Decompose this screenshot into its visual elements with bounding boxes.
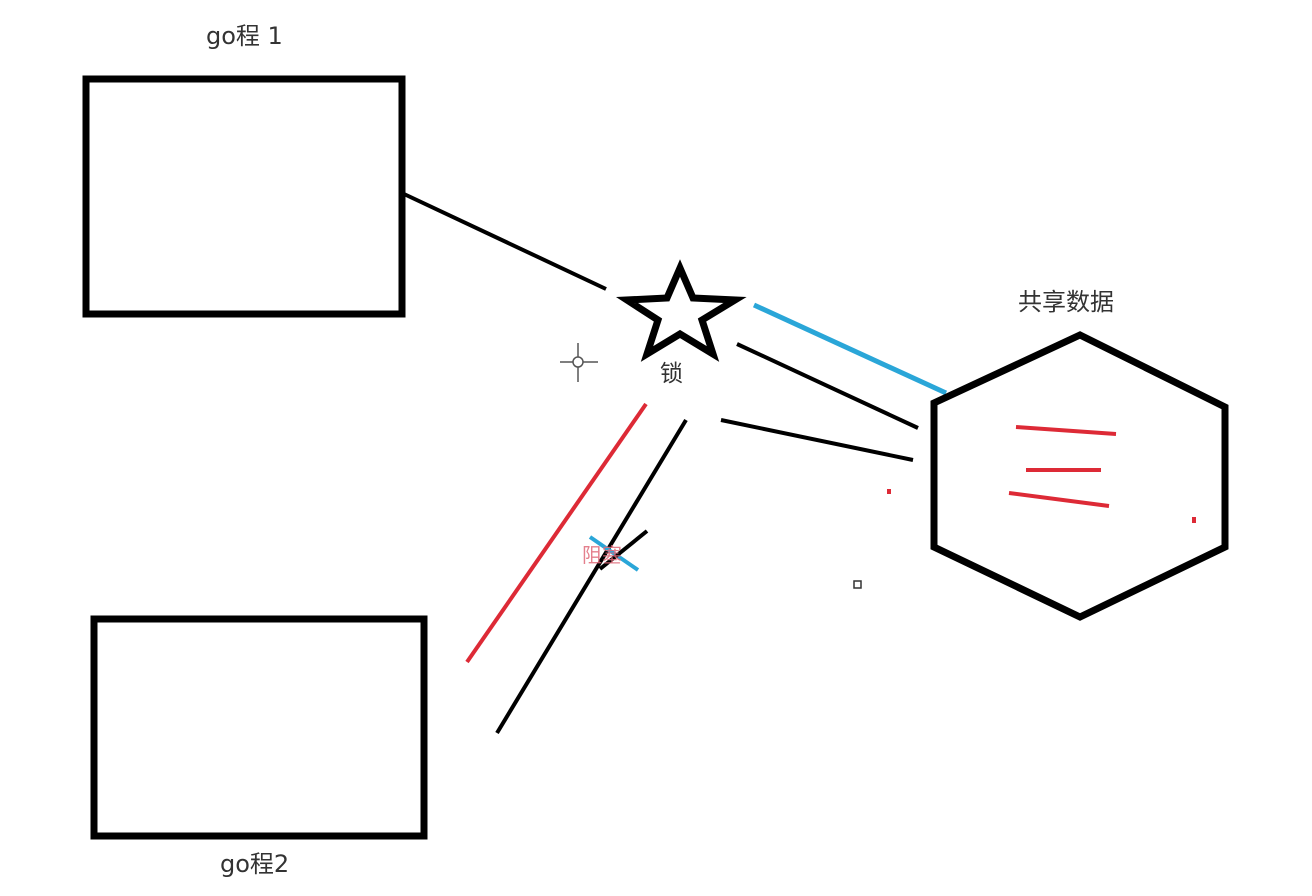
lock-to-shared-blue-line [752, 302, 948, 396]
goroutine-2-box [90, 615, 428, 840]
lock-to-goroutine-2-line [495, 418, 688, 735]
star-icon [615, 259, 747, 362]
red-dot-1 [887, 489, 891, 494]
goroutine-1-to-lock-line [403, 192, 607, 291]
shared-data-label: 共享数据 [1018, 288, 1114, 316]
lock-to-shared-line-1 [736, 342, 919, 430]
data-line-3 [1008, 491, 1110, 508]
crosshair-cursor-icon [560, 343, 598, 382]
goroutine-1-label: go程 1 [206, 22, 283, 50]
goroutine-2-label: go程2 [220, 850, 290, 878]
blocked-blue-stroke [588, 535, 640, 572]
lock-label: 锁 [660, 361, 683, 387]
lock-to-goroutine-2-red-line [465, 402, 648, 664]
blocked-cross-stroke [598, 529, 649, 571]
goroutine-1-box [82, 75, 406, 318]
red-dot-2 [1192, 517, 1196, 523]
lock-to-shared-line-2 [720, 418, 914, 462]
blocked-label: 阻塞 [582, 543, 622, 567]
data-line-1 [1015, 425, 1117, 436]
shared-data-hexagon [930, 331, 1229, 621]
small-square-mark [853, 580, 862, 589]
